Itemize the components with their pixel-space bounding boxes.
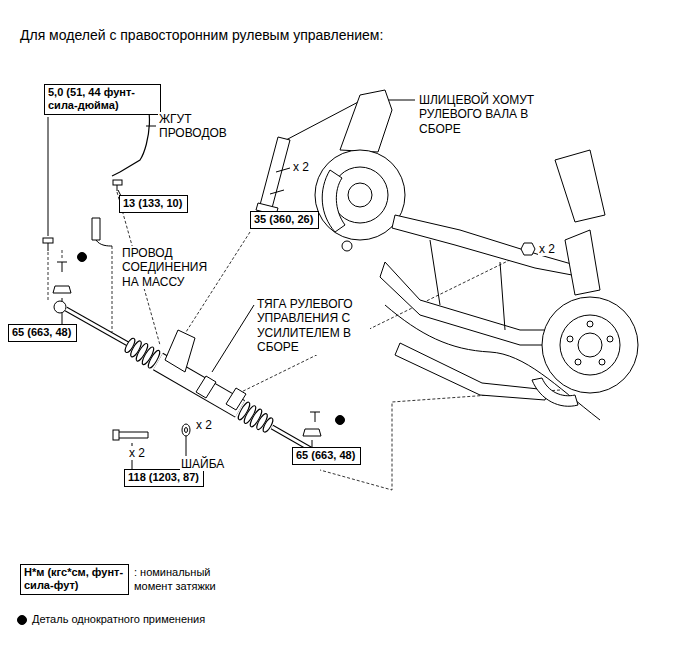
tie-rod-end-right-part [303, 429, 321, 436]
bolt [43, 180, 122, 251]
steering-rack-part [165, 330, 195, 372]
torque-box: 35 (360, 26) [250, 211, 319, 229]
steering-rack-part [196, 376, 216, 398]
suspension-subframe-part [560, 315, 620, 375]
torque-box: Н*м (кгс*см, фунт-сила-фут) [20, 564, 129, 595]
leader-lines-part [146, 126, 156, 127]
suspension-subframe-part [578, 333, 602, 357]
torque-value: 35 (360, 26) [254, 213, 315, 226]
quantity-label: x 2 [195, 418, 213, 432]
steering-rack-part [123, 337, 161, 369]
suspension-subframe-part [342, 241, 352, 251]
bolt-part [113, 180, 122, 185]
mount-bolt-washer-part [182, 424, 190, 436]
tie-rod-end-left-part [53, 286, 71, 293]
leader-lines-part [312, 440, 313, 447]
suspension-subframe-part [380, 262, 560, 345]
tie-rod-end-right [303, 412, 321, 436]
legend-text: : номинальный момент затяжки [134, 566, 216, 592]
suspension-subframe-part [340, 90, 392, 152]
leader-lines-part [186, 436, 187, 456]
quantity-label: x 2 [538, 242, 556, 256]
shaft-joint-part [276, 168, 290, 172]
part-name: ШЛИЦЕВОЙ ХОМУТ РУЛЕВОГО ВАЛА В СБОРЕ [418, 93, 548, 136]
torque-value: 118 (1203, 87) [128, 471, 200, 484]
steering-rack-part-part [261, 417, 274, 434]
mount-bolt-washer-part [113, 430, 119, 440]
part-name: ПРОВОД СОЕДИНЕНИЯ НА МАССУ [121, 246, 213, 289]
dashed-guides [48, 192, 560, 490]
shaft-joint [256, 137, 290, 215]
leader-lines-part [212, 305, 254, 372]
suspension-subframe [315, 90, 638, 420]
suspension-subframe-part [521, 243, 535, 255]
tie-rod-end-right-part [310, 412, 320, 422]
torque-value: 65 (663, 48) [296, 449, 357, 462]
ground-wire [92, 218, 112, 246]
suspension-subframe-part [567, 336, 573, 342]
wire-harness-part [112, 172, 120, 176]
suspension-subframe-part [348, 183, 372, 207]
torque-box: 118 (1203, 87) [124, 469, 204, 487]
torque-box: 65 (663, 48) [292, 447, 361, 465]
mount-bolt-washer [113, 424, 190, 440]
legend-entry: : номинальный момент затяжки [134, 566, 218, 594]
suspension-subframe-part [599, 359, 605, 365]
suspension-subframe-part [430, 240, 505, 330]
one-time-part-dot-part [18, 616, 27, 625]
steering-rack-part [236, 401, 274, 434]
suspension-subframe-part [532, 378, 578, 406]
torque-value: 65 (663, 48) [12, 326, 73, 339]
suspension-subframe-part [395, 343, 548, 400]
suspension-subframe-part [555, 150, 605, 222]
quantity-label: x 2 [128, 446, 146, 460]
part-name: ЖГУТ ПРОВОДОВ [158, 112, 236, 141]
bolt-part [48, 243, 49, 251]
dashed-guides-part [112, 246, 113, 332]
ground-wire-part [92, 218, 100, 240]
torque-value: 13 (133, 10) [123, 197, 184, 210]
mount-bolt-washer-part [118, 432, 148, 438]
shaft-joint-part [260, 137, 290, 208]
bolt-part [117, 185, 118, 191]
suspension-subframe-part [587, 321, 593, 327]
tie-rod-end-left [53, 262, 71, 313]
suspension-subframe-part [607, 336, 613, 342]
one-time-part-dot-part [78, 253, 87, 262]
torque-value: 5,0 (51, 44 фунт-сила-дюйма) [48, 86, 157, 112]
dashed-guides-part [62, 250, 63, 258]
suspension-subframe-part [565, 230, 600, 295]
legend-entry: Деталь однократного применения [32, 613, 205, 627]
dashed-guides-part [48, 252, 49, 300]
torque-box: 65 (663, 48) [8, 324, 77, 342]
ground-wire-part [96, 240, 112, 246]
leader-lines-part [48, 117, 49, 236]
torque-box: 5,0 (51, 44 фунт-сила-дюйма) [44, 84, 161, 115]
suspension-subframe-part [542, 297, 638, 393]
suspension-subframe-part [315, 150, 405, 240]
mount-bolt-washer-part [185, 428, 188, 433]
tie-rod-end-left-part [54, 301, 66, 313]
dashed-guides-part [320, 390, 560, 490]
torque-value: Н*м (кгс*см, фунт-сила-фут) [24, 566, 125, 592]
suspension-subframe-part [332, 167, 388, 223]
suspension-subframe-part [322, 170, 345, 232]
torque-box: 13 (133, 10) [119, 195, 188, 213]
bolt-part [43, 238, 53, 243]
suspension-subframe-part [575, 359, 581, 365]
diagram-title: Для моделей с правосторонним рулевым упр… [20, 27, 383, 43]
quantity-label: x 2 [292, 160, 310, 174]
legend-text: Деталь однократного применения [32, 613, 205, 625]
part-name: ТЯГА РУЛЕВОГО УПРАВЛЕНИЯ С УСИЛИТЕЛЕМ В … [256, 297, 370, 355]
suspension-subframe-part [392, 215, 575, 275]
tie-rod-end-left-part [57, 262, 67, 272]
quantity-label: ШАЙБА [180, 457, 225, 471]
leader-lines [48, 100, 415, 469]
one-time-part-dot-part [336, 416, 345, 425]
shaft-joint-part [270, 190, 284, 194]
